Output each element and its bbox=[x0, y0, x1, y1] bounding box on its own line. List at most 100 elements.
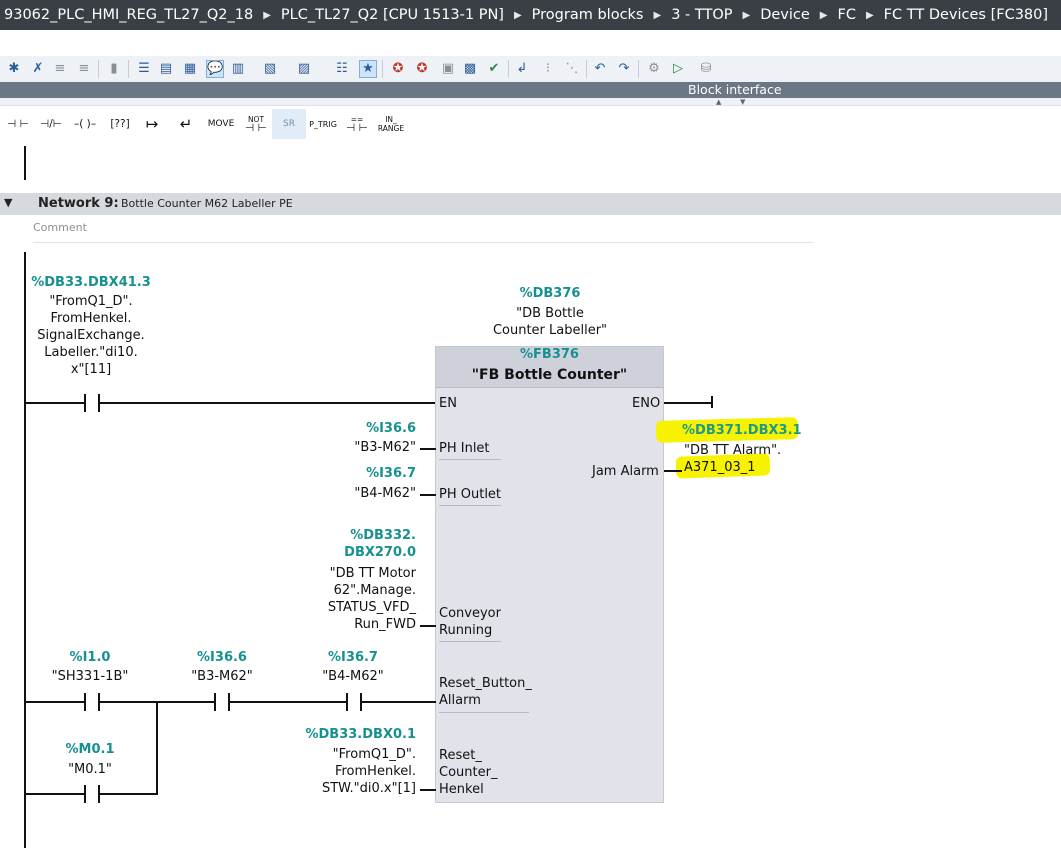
close-networks-icon[interactable]: ▤ bbox=[159, 61, 173, 76]
splitter-up-icon[interactable]: ▲ bbox=[716, 98, 722, 106]
database-icon[interactable]: ⛁ bbox=[700, 61, 712, 76]
pin-conveyor-running-line: Running bbox=[439, 623, 493, 638]
breadcrumb-ttop[interactable]: 3 - TTOP bbox=[671, 7, 733, 23]
reset-counter-symbol-line: FromHenkel. bbox=[334, 764, 416, 779]
palette-compare[interactable]: == ⊣ ⊢ bbox=[342, 109, 372, 139]
breadcrumb-plc[interactable]: PLC_TL27_Q2 [CPU 1513-1 PN] bbox=[280, 7, 504, 23]
reset-wire bbox=[26, 701, 84, 703]
network-description[interactable]: Bottle Counter M62 Labeller PE bbox=[121, 197, 293, 210]
collapse-network-icon[interactable]: ▼ bbox=[4, 196, 13, 209]
add-row-icon[interactable]: ≡ bbox=[78, 61, 90, 76]
instance-db-symbol-line: "DB Bottle bbox=[516, 306, 584, 321]
conveyor-symbol-line: Run_FWD bbox=[354, 617, 416, 632]
pin-eno: ENO bbox=[632, 396, 661, 411]
conveyor-symbol-line: 62".Manage. bbox=[333, 583, 416, 598]
open-networks-icon[interactable]: ☰ bbox=[138, 61, 150, 76]
palette-p-trig[interactable]: P_TRIG bbox=[309, 119, 337, 129]
breadcrumb-current-block[interactable]: FC TT Devices [FC380] bbox=[883, 7, 1049, 23]
pin-reset-button-line: Allarm bbox=[439, 693, 481, 708]
jam-alarm-address: %DB371.DBX3.1 bbox=[682, 423, 802, 438]
reset-counter-address: %DB33.DBX0.1 bbox=[305, 727, 416, 742]
palette-not[interactable]: NOT ⊣ ⊢ bbox=[240, 109, 272, 139]
fb-block-header bbox=[436, 347, 663, 388]
en-contact-address: %DB33.DBX41.3 bbox=[31, 275, 151, 290]
fb-bottle-counter-block[interactable] bbox=[435, 346, 664, 803]
tag-info-icon[interactable]: ▨ bbox=[297, 61, 311, 76]
goto-next-icon[interactable]: ⁝ bbox=[545, 61, 551, 76]
pin-reset-button-line: Reset_Button_ bbox=[439, 676, 532, 691]
reset-contact-b3[interactable] bbox=[214, 693, 234, 711]
eno-wire bbox=[664, 402, 712, 404]
instance-db-address: %DB376 bbox=[519, 286, 581, 301]
output-wire bbox=[664, 470, 682, 472]
pin-reset-counter-line: Reset_ bbox=[439, 748, 482, 763]
operand-display-icon[interactable]: ▧ bbox=[263, 61, 277, 76]
breadcrumb-program-blocks[interactable]: Program blocks bbox=[531, 7, 644, 23]
network-comment[interactable]: Comment bbox=[33, 220, 813, 243]
monitoring-icon[interactable]: ⚙ bbox=[648, 61, 660, 76]
insert-network-icon[interactable]: ✱ bbox=[8, 61, 20, 76]
block-interface-bar[interactable] bbox=[0, 82, 1061, 98]
input-wire bbox=[420, 625, 436, 627]
en-contact[interactable] bbox=[84, 394, 104, 412]
parallel-contact-symbol: "M0.1" bbox=[68, 762, 112, 777]
network-comments-icon[interactable]: 💬 bbox=[206, 60, 224, 78]
editor-toolbar: ✱ ✗ ≡ ≡ ▮ ☰ ▤ ▦ 💬 ▥ ▧ ▨ ☷ ★ ✪ ✪ ▣ ▩ ✔ ↲ … bbox=[0, 56, 1061, 83]
goto-first-icon[interactable]: ↲ bbox=[516, 61, 528, 76]
splitter-down-icon[interactable]: ▼ bbox=[740, 98, 746, 106]
breadcrumb-fc[interactable]: FC bbox=[837, 7, 856, 23]
palette-compare-label: == bbox=[350, 115, 364, 124]
reset-contact-sh331[interactable] bbox=[84, 693, 104, 711]
rung-wire bbox=[100, 402, 436, 404]
palette-empty-box[interactable]: [??] bbox=[110, 117, 130, 130]
network-header[interactable] bbox=[0, 193, 1061, 215]
palette-open-branch[interactable]: ↦ bbox=[145, 114, 159, 133]
palette-move[interactable]: MOVE bbox=[207, 118, 235, 129]
branch-wire bbox=[26, 793, 84, 795]
splitter-strip[interactable] bbox=[0, 98, 1061, 106]
palette-close-branch[interactable]: ↵ bbox=[179, 114, 193, 133]
ph-inlet-symbol: "B3-M62" bbox=[354, 440, 416, 455]
palette-nc-contact[interactable]: ⊣/⊢ bbox=[40, 117, 62, 130]
compile-icon[interactable]: ✔ bbox=[488, 61, 500, 76]
favorites-star-icon[interactable]: ★ bbox=[359, 60, 377, 78]
insert-row-icon[interactable]: ≡ bbox=[54, 61, 66, 76]
network-overview-icon[interactable]: ☷ bbox=[336, 61, 348, 76]
breadcrumb-project[interactable]: 93062_PLC_HMI_REG_TL27_Q2_18 bbox=[4, 7, 254, 23]
pin-ph-outlet: PH Outlet bbox=[439, 487, 502, 502]
next-error-icon[interactable]: ✪ bbox=[416, 61, 428, 76]
compare-icon[interactable]: ▣ bbox=[441, 61, 455, 76]
eno-wire-end bbox=[711, 396, 713, 408]
reset-contact-symbol: "SH331-1B" bbox=[51, 669, 129, 684]
palette-sr[interactable]: SR bbox=[272, 109, 306, 139]
goto-last-icon[interactable]: ⋱ bbox=[565, 61, 579, 76]
monitoring-on-icon[interactable]: ▷ bbox=[673, 61, 683, 76]
breadcrumb-separator-icon: ▶ bbox=[819, 9, 828, 21]
reset-wire bbox=[230, 701, 346, 703]
download-icon[interactable]: ▩ bbox=[463, 61, 477, 76]
palette-coil[interactable]: –( )– bbox=[73, 117, 97, 130]
undo-icon[interactable]: ↶ bbox=[594, 61, 606, 76]
pin-underline bbox=[439, 459, 501, 460]
reset-contact-b4[interactable] bbox=[346, 693, 366, 711]
ph-outlet-symbol: "B4-M62" bbox=[354, 486, 416, 501]
go-to-error-icon[interactable]: ✪ bbox=[392, 61, 404, 76]
palette-in-range[interactable]: IN_ RANGE bbox=[374, 109, 408, 139]
palette-no-contact[interactable]: ⊣ ⊢ bbox=[7, 117, 29, 130]
breadcrumb: 93062_PLC_HMI_REG_TL27_Q2_18 ▶ PLC_TL27_… bbox=[0, 0, 1061, 30]
breadcrumb-device[interactable]: Device bbox=[760, 7, 810, 23]
block-interface-label[interactable]: Block interface bbox=[688, 82, 782, 97]
toolbar-separator bbox=[638, 60, 639, 78]
monitor-icon[interactable]: ▮ bbox=[110, 61, 118, 76]
absolute-operands-icon[interactable]: ▦ bbox=[183, 61, 197, 76]
delete-network-icon[interactable]: ✗ bbox=[32, 61, 44, 76]
pin-conveyor-running-line: Conveyor bbox=[439, 606, 501, 621]
favorites-icon[interactable]: ▥ bbox=[231, 61, 245, 76]
input-wire bbox=[420, 448, 436, 450]
parallel-contact-m01[interactable] bbox=[84, 785, 104, 803]
pin-en: EN bbox=[439, 396, 457, 411]
redo-icon[interactable]: ↷ bbox=[618, 61, 630, 76]
pin-reset-counter-line: Counter_ bbox=[439, 765, 498, 780]
toolbar-separator bbox=[98, 60, 99, 78]
reset-contact-address: %I36.7 bbox=[328, 650, 378, 665]
